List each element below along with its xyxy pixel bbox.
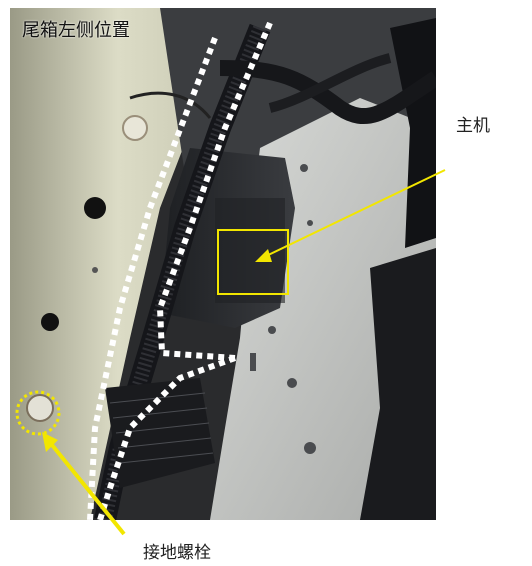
cable-route-lower: [97, 355, 237, 520]
host-highlight-box: [217, 229, 289, 295]
ground-bolt-highlight: [15, 390, 61, 436]
ground-bolt-label: 接地螺栓: [143, 543, 211, 563]
ground-bolt-arrow-head: [42, 432, 58, 452]
trunk-interior-photo: [10, 8, 436, 520]
cable-route-main: [87, 36, 218, 520]
ground-bolt-arrow-line: [46, 438, 126, 536]
host-arrow-head: [255, 249, 272, 262]
photo-scene: [10, 8, 436, 520]
photo-caption: 尾箱左侧位置: [22, 20, 130, 41]
host-label: 主机: [456, 116, 490, 136]
host-arrow-line: [261, 169, 446, 259]
